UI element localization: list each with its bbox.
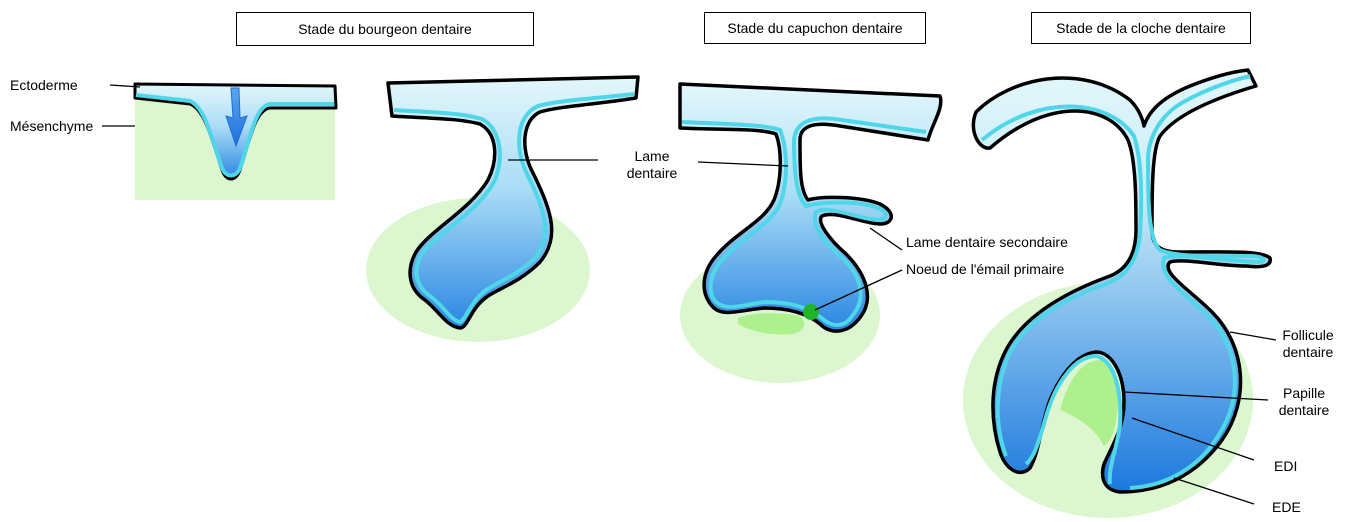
lame-dentaire-line-1: Lame (614, 148, 690, 165)
lame-leader-cap (698, 162, 788, 166)
ectoderme-label: Ectoderme (10, 77, 78, 94)
bud-stage-title: Stade du bourgeon dentaire (236, 12, 534, 46)
mesenchyme-label: Mésenchyme (10, 118, 93, 135)
lame-dentaire-line-2: dentaire (614, 165, 690, 182)
bell-epithelium (973, 70, 1270, 492)
lame-secondaire-leader (870, 228, 902, 250)
papille-line-2: dentaire (1264, 402, 1344, 419)
follicule-label: Follicule dentaire (1270, 327, 1346, 361)
lame-dentaire-label: Lame dentaire (614, 148, 690, 182)
papille-line-1: Papille (1264, 385, 1344, 402)
bud-stage-drawing (366, 77, 638, 342)
follicule-line-2: dentaire (1270, 344, 1346, 361)
follicule-line-1: Follicule (1270, 327, 1346, 344)
noeud-label: Noeud de l'émail primaire (906, 261, 1064, 278)
papille-label: Papille dentaire (1264, 385, 1344, 419)
cap-stage-title: Stade du capuchon dentaire (704, 12, 926, 44)
bell-stage-title: Stade de la cloche dentaire (1031, 12, 1251, 44)
enamel-knot (803, 304, 819, 320)
lame-secondaire-label: Lame dentaire secondaire (906, 234, 1068, 251)
cap-stage-drawing (680, 84, 941, 383)
bell-stage-drawing (963, 70, 1276, 518)
ede-label: EDE (1272, 499, 1301, 516)
edi-label: EDI (1274, 458, 1297, 475)
initiation-stage-drawing (102, 84, 336, 200)
